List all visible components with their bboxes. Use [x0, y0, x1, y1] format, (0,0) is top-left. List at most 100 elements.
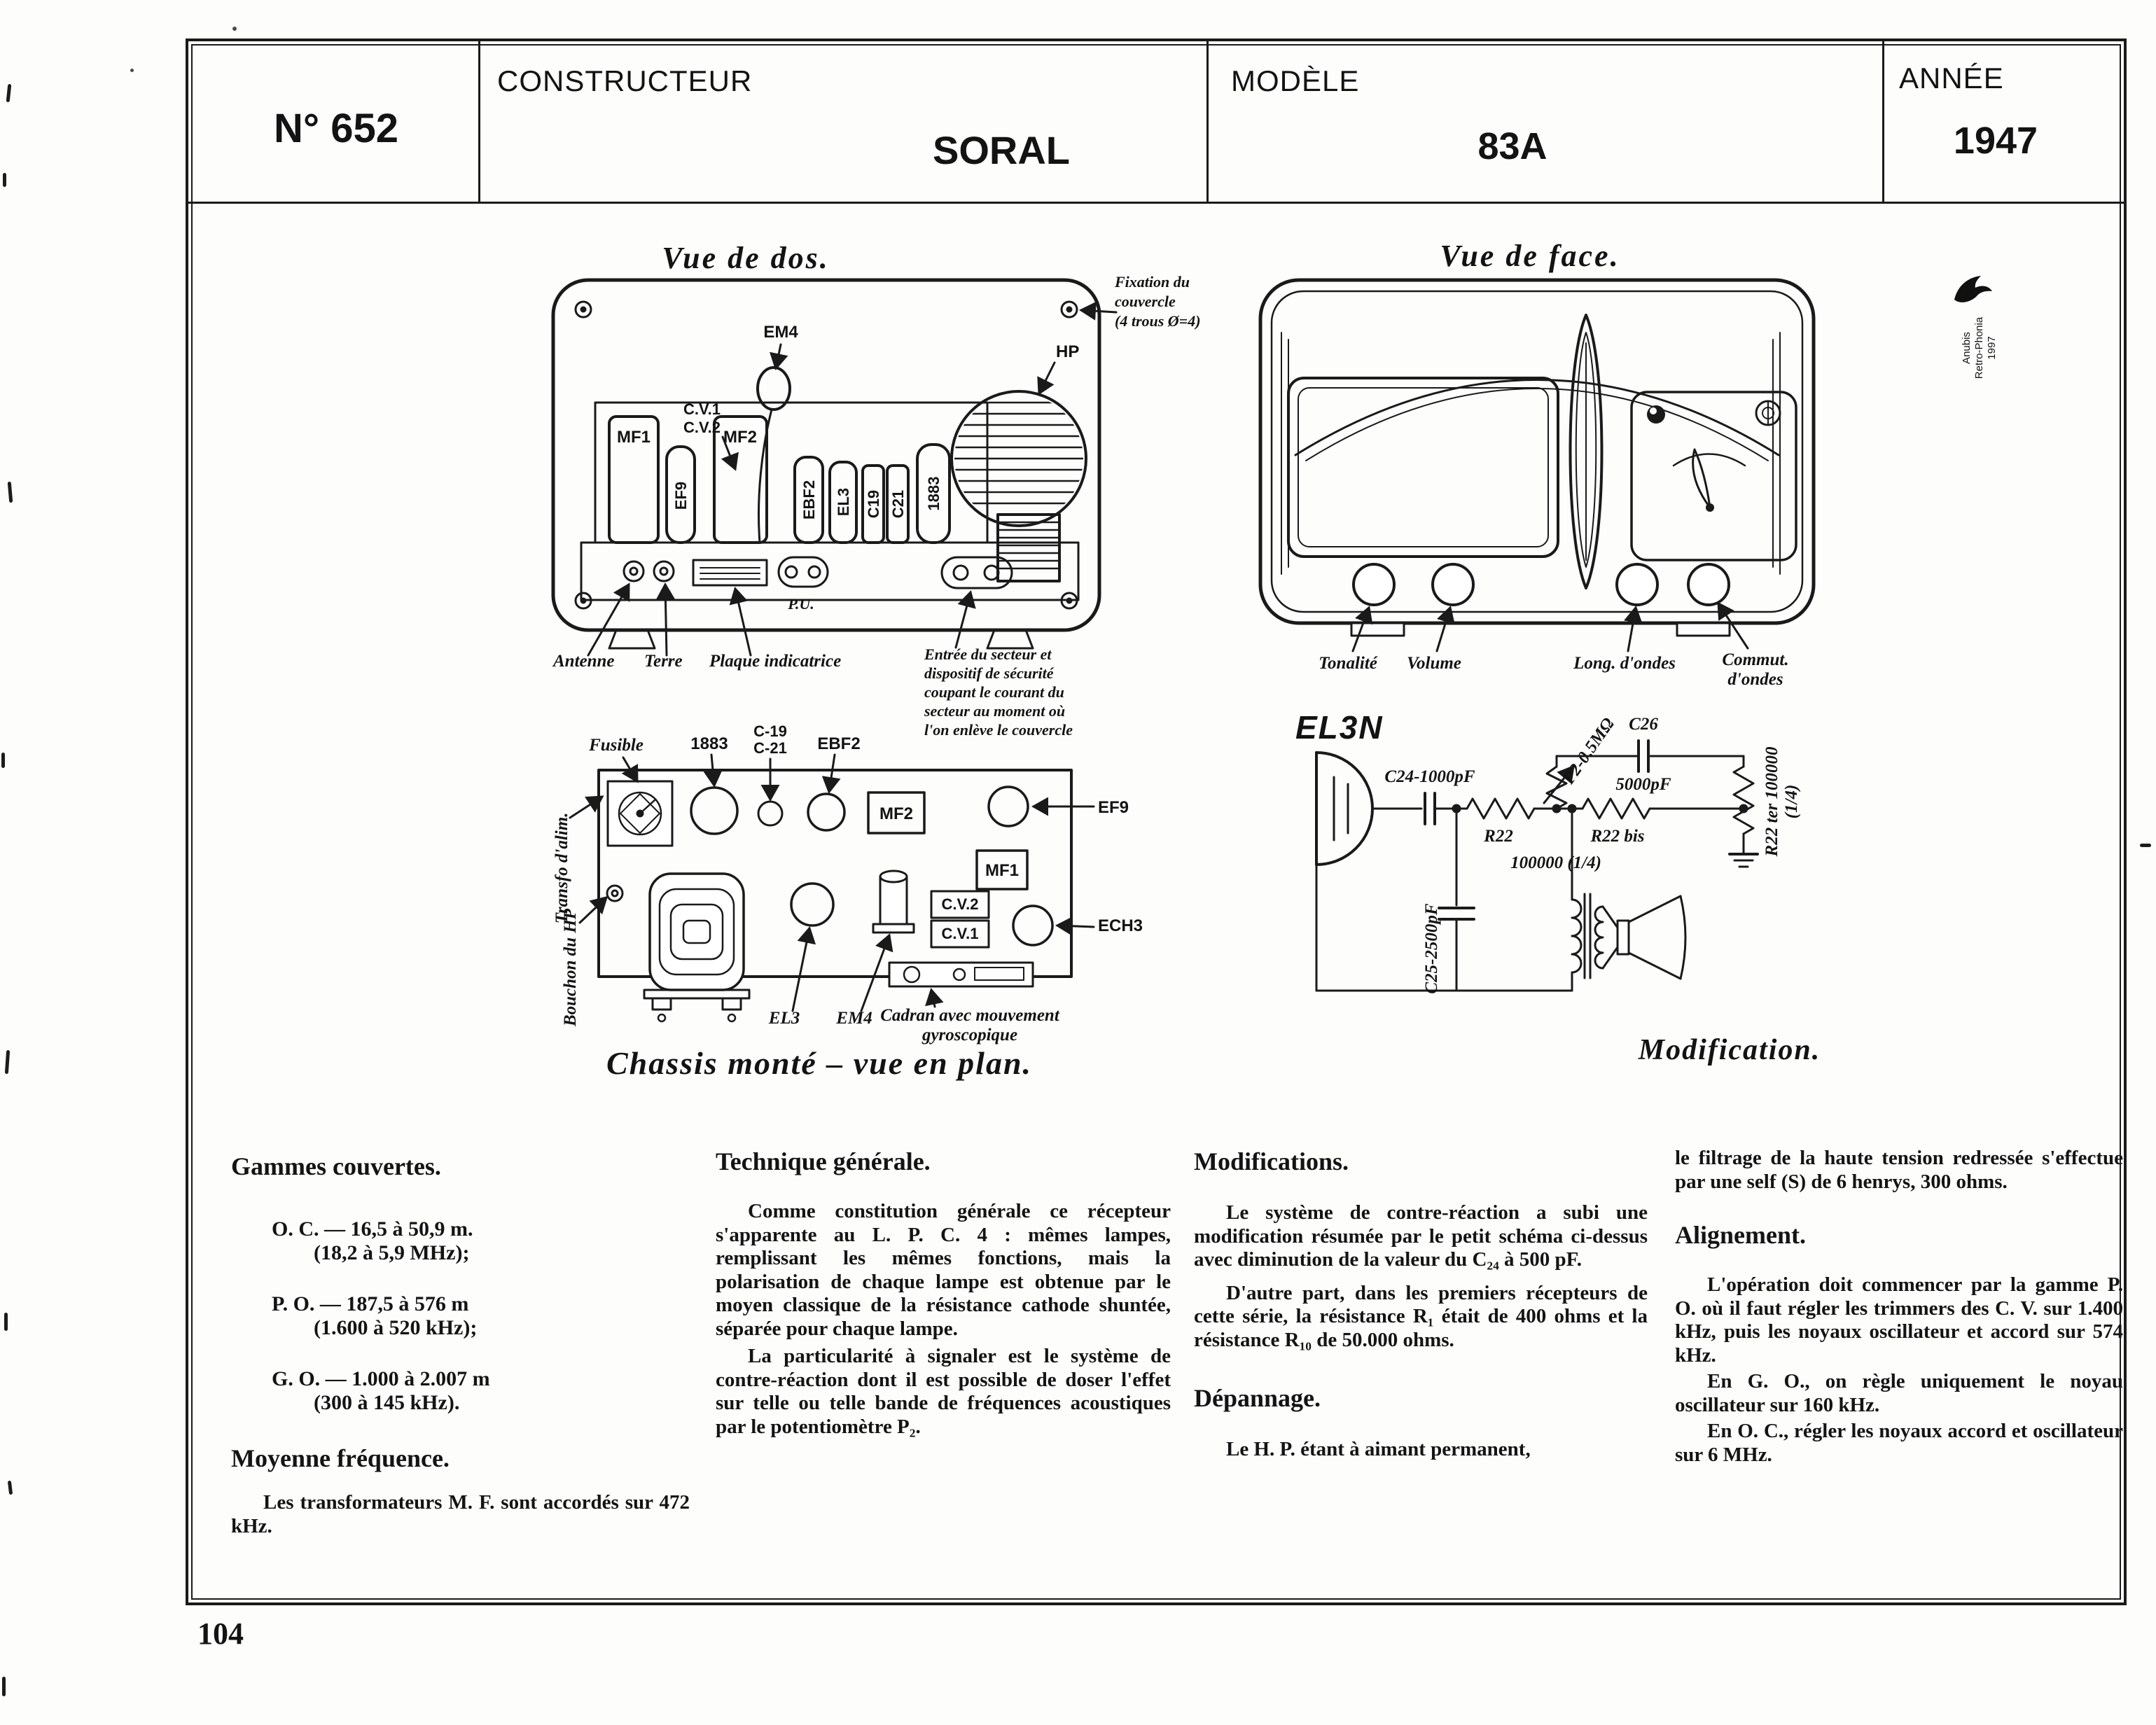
el3-label: EL3	[835, 488, 852, 516]
svg-text:Entrée du secteur et: Entrée du secteur et	[924, 645, 1052, 663]
tubes-back: MF1 EF9 MF2 EBF2 EL3 C19 C21 1883	[608, 366, 951, 544]
bird-logo-icon	[1954, 276, 1992, 302]
gamme-oc-freq: (18,2 à 5,9 MHz);	[314, 1241, 470, 1264]
scan-mark	[4, 1313, 8, 1331]
column-gammes: Gammes couvertes. O. C. — 16,5 à 50,9 m.…	[231, 1152, 690, 1538]
cabinet-feet	[608, 629, 1034, 650]
modele-value: 83A	[1477, 125, 1548, 167]
plan-view-caption: Chassis monté – vue en plan.	[606, 1045, 1033, 1081]
svg-text:(4 trous Ø=4): (4 trous Ø=4)	[1115, 312, 1201, 330]
column-alignement: le filtrage de la haute tension redressé…	[1675, 1147, 2123, 1467]
svg-text:couvercle: couvercle	[1115, 293, 1176, 310]
chassis-outline	[597, 769, 1073, 978]
entree-secteur-label: Entrée du secteur et dispositif de sécur…	[924, 590, 1073, 739]
technique-para-1: Comme constitution générale ce récepteur…	[716, 1200, 1171, 1340]
mf1-label: MF1	[617, 428, 651, 447]
knobs	[1352, 563, 1730, 606]
mf2-label: MF2	[723, 428, 757, 447]
scan-speck	[2067, 1150, 2071, 1153]
scan-speck	[130, 69, 134, 72]
hp-plug	[606, 884, 624, 902]
plan-1883-label: 1883	[690, 734, 728, 753]
modification-caption: Modification.	[1638, 1034, 1821, 1066]
tube-1883-label: 1883	[925, 477, 943, 511]
cabinet-back	[551, 278, 1101, 632]
svg-text:Cadran avec mouvement: Cadran avec mouvement	[880, 1006, 1060, 1025]
long-dondes-label: Long. d'ondes	[1573, 654, 1676, 673]
plan-ef9-label: EF9	[1098, 798, 1129, 817]
p2-label: P2-0.5MΩ	[1559, 714, 1618, 788]
r22-value-label: 100000 (1/4)	[1510, 853, 1601, 872]
commut-dondes-label-2: d'ondes	[1727, 670, 1783, 689]
heading-technique-generale: Technique générale.	[716, 1147, 931, 1175]
socket-ech3	[1012, 905, 1054, 947]
pu-label: P.U.	[787, 595, 814, 613]
heading-depannage: Dépannage.	[1194, 1384, 1321, 1412]
chassis-plan-diagram: Fusible 1883 C-19 C-21 EBF2 MF2 EF9 MF1 …	[552, 722, 1143, 1045]
volume-label: Volume	[1407, 654, 1461, 673]
scan-mark	[1, 753, 5, 768]
plan-cv1-label: C.V.1	[941, 925, 978, 942]
p2-potentiometer	[1543, 755, 1575, 810]
antenna-terre-terminals	[623, 560, 675, 582]
scan-mark	[4, 1049, 11, 1075]
cv1-block	[930, 919, 990, 949]
transfo-label: Transfo d'alim.	[552, 813, 571, 924]
scan-speck	[232, 27, 237, 31]
scan-mark	[3, 173, 6, 187]
back-view-diagram: MF1 EF9 MF2 EBF2 EL3 C19 C21 1883 EM4 C.…	[551, 273, 1201, 739]
gamme-po: P. O. — 187,5 à 576 m	[272, 1292, 469, 1315]
knob-long-dondes	[1615, 563, 1659, 606]
modification-schematic: EL3N C24-1000pF R22 R22 bis 100000	[1295, 709, 1821, 1066]
alignement-para-3: En O. C., régler les noyaux accord et os…	[1675, 1420, 2123, 1466]
scan-mark	[2, 1677, 6, 1696]
r22ter-frac-label: (1/4)	[1782, 785, 1801, 819]
watermark-text: Anubis Retro-Phonia 1997	[1961, 316, 1998, 379]
mf2-can	[867, 791, 926, 834]
gamme-po-freq: (1.600 à 520 kHz);	[314, 1315, 478, 1339]
dial-drive	[888, 961, 1034, 988]
svg-text:coupant le courant du: coupant le courant du	[924, 683, 1064, 701]
fusible-label: Fusible	[588, 736, 644, 755]
plan-el3-label: EL3	[768, 1009, 800, 1028]
r22-label: R22	[1483, 827, 1513, 846]
alignement-para-1: L'opération doit commencer par la gamme …	[1675, 1273, 2123, 1367]
cabinet-front	[1258, 278, 1816, 625]
socket-1883	[690, 786, 739, 835]
r22bis-label: R22 bis	[1590, 827, 1644, 846]
front-view-diagram: Tonalité Volume Long. d'ondes Commut. d'…	[1258, 278, 1816, 689]
moyenne-frequence-para: Les transformateurs M. F. sont accordés …	[231, 1491, 690, 1537]
tuning-eye	[1647, 405, 1665, 424]
hp-speaker: HP	[950, 342, 1087, 527]
modifications-para-2: D'autre part, dans les premiers récepteu…	[1194, 1281, 1648, 1351]
voltage-selector	[606, 780, 674, 847]
bouchon-hp-label: Bouchon du HP	[561, 908, 580, 1027]
scan-mark	[7, 481, 13, 503]
fixation-couvercle-label: Fixation du couvercle (4 trous Ø=4)	[1079, 273, 1201, 330]
plan-mf1-label: MF1	[985, 861, 1019, 880]
speaker-plan	[643, 872, 751, 1023]
heading-moyenne-frequence: Moyenne fréquence.	[231, 1444, 450, 1472]
coupling-network	[1371, 792, 1748, 825]
center-escutcheon	[1569, 314, 1604, 589]
meter-needle	[1692, 448, 1711, 509]
plan-c19-label: C-19	[753, 722, 787, 740]
em4-label: EM4	[763, 323, 798, 342]
c25-capacitor	[1438, 807, 1475, 992]
document-frame	[186, 39, 2127, 1605]
cv2-label: C.V.2	[683, 419, 721, 436]
socket-ebf2	[807, 792, 846, 832]
antenne-label: Antenne	[552, 652, 615, 671]
svg-text:Fixation du: Fixation du	[1114, 273, 1190, 291]
header-underline	[187, 202, 2125, 204]
commut-dondes-label-1: Commut.	[1722, 650, 1788, 669]
svg-text:secteur au moment où: secteur au moment où	[924, 702, 1065, 720]
doc-number: N° 652	[274, 106, 398, 151]
socket-c19-c21	[757, 800, 784, 827]
column-technique: Technique générale. Comme constitution g…	[716, 1147, 1171, 1439]
dial-window	[1287, 377, 1559, 558]
heading-gammes-couvertes: Gammes couvertes.	[231, 1152, 441, 1180]
plan-c21-label: C-21	[753, 739, 787, 757]
c26-value-label: 5000pF	[1615, 775, 1671, 794]
modele-label: MODÈLE	[1231, 64, 1360, 97]
